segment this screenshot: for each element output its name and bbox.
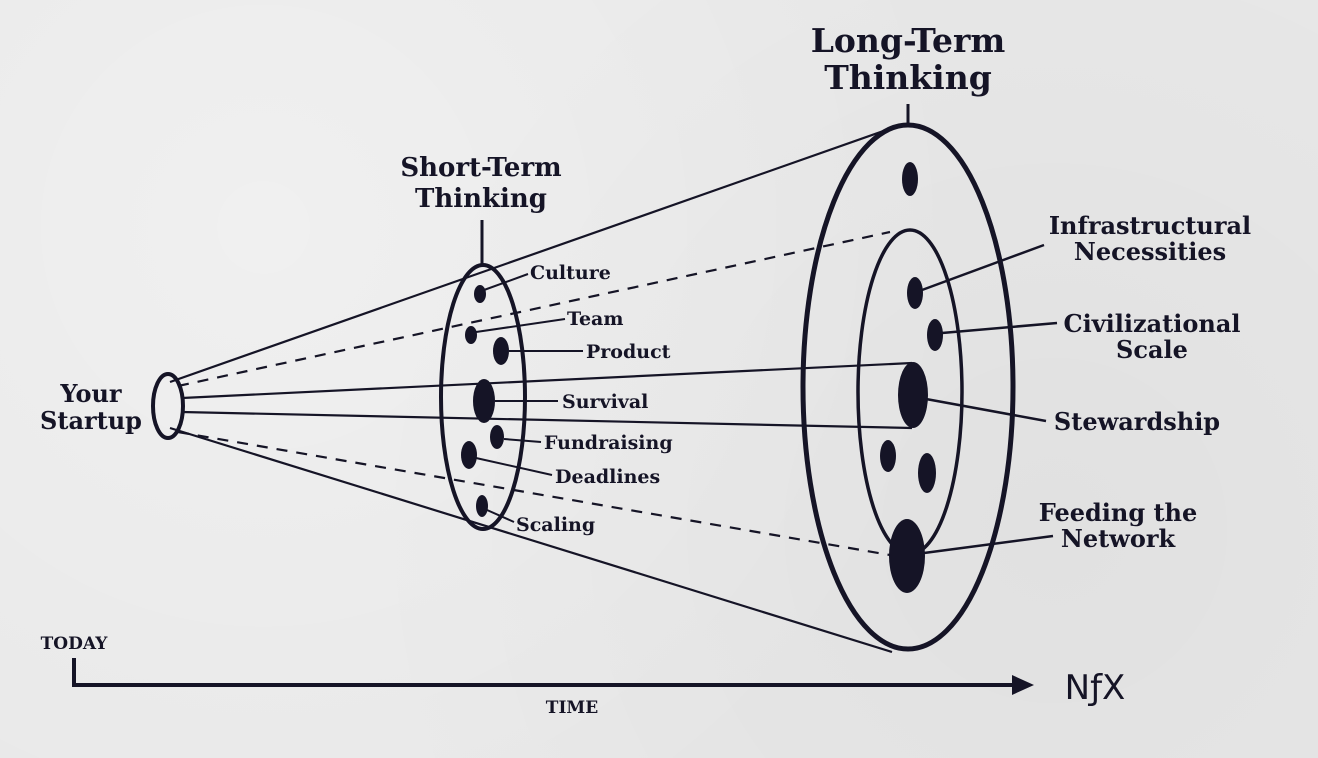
label-scaling: Scaling: [516, 514, 595, 536]
short-term-title-line2: Thinking: [415, 184, 547, 214]
dot-fundraising: [490, 425, 504, 449]
dot-infrastructural: [907, 277, 923, 309]
leader-scaling: [486, 509, 515, 523]
label-fundraising: Fundraising: [544, 432, 673, 454]
startup-label-line1: Your: [59, 379, 122, 408]
timeline-today-label: TODAY: [41, 634, 109, 654]
dot-long-top: [902, 162, 918, 196]
dot-team: [465, 326, 477, 344]
leader-fundraising: [503, 438, 542, 443]
dot-scaling: [476, 495, 488, 517]
label-infrastructural-line2: Necessities: [1074, 237, 1226, 266]
dot-product: [493, 337, 509, 365]
dot-culture: [474, 285, 486, 303]
label-infrastructural-line1: Infrastructural: [1049, 211, 1251, 240]
cone-bottom-line: [169, 426, 893, 654]
leader-stewardship: [925, 397, 1047, 423]
label-civilizational-line1: Civilizational: [1063, 309, 1240, 338]
label-deadlines: Deadlines: [555, 466, 660, 488]
inner-cone-bottom-dashed: [177, 430, 891, 557]
label-team: Team: [567, 308, 623, 330]
leader-civilizational: [941, 321, 1058, 335]
long-term-title-line1: Long-Term: [811, 21, 1006, 60]
label-civilizational-line2: Scale: [1116, 335, 1188, 364]
timeline-time-label: TIME: [546, 698, 598, 718]
leader-culture: [483, 273, 529, 291]
label-feeding-line1: Feeding the: [1039, 498, 1198, 527]
label-stewardship: Stewardship: [1054, 407, 1220, 436]
long-term-title-line2: Thinking: [824, 58, 992, 97]
dot-feeding: [889, 519, 925, 593]
center-top-line: [181, 361, 913, 400]
cone-top-line: [169, 126, 893, 384]
center-bottom-line: [181, 410, 913, 430]
dot-civilizational: [927, 319, 943, 351]
dot-stewardship: [898, 362, 928, 428]
label-product: Product: [586, 341, 671, 363]
dot-long-left: [880, 440, 896, 472]
dot-long-right: [918, 453, 936, 493]
leader-deadlines: [475, 457, 553, 476]
label-feeding-line2: Network: [1061, 524, 1177, 553]
leader-infrastructural: [921, 243, 1045, 292]
dot-survival: [473, 379, 495, 423]
timeline-arrowhead: [1012, 675, 1034, 695]
startup-label-line2: Startup: [40, 406, 142, 435]
startup-ellipse: [151, 372, 185, 440]
leader-team: [475, 318, 566, 333]
short-term-title-line1: Short-Term: [400, 153, 561, 183]
inner-cone-top-dashed: [177, 230, 891, 388]
dot-deadlines: [461, 441, 477, 469]
leader-feeding: [923, 534, 1054, 555]
nfx-logo: NƒX: [1065, 668, 1126, 708]
label-culture: Culture: [530, 262, 611, 284]
label-survival: Survival: [562, 391, 648, 413]
